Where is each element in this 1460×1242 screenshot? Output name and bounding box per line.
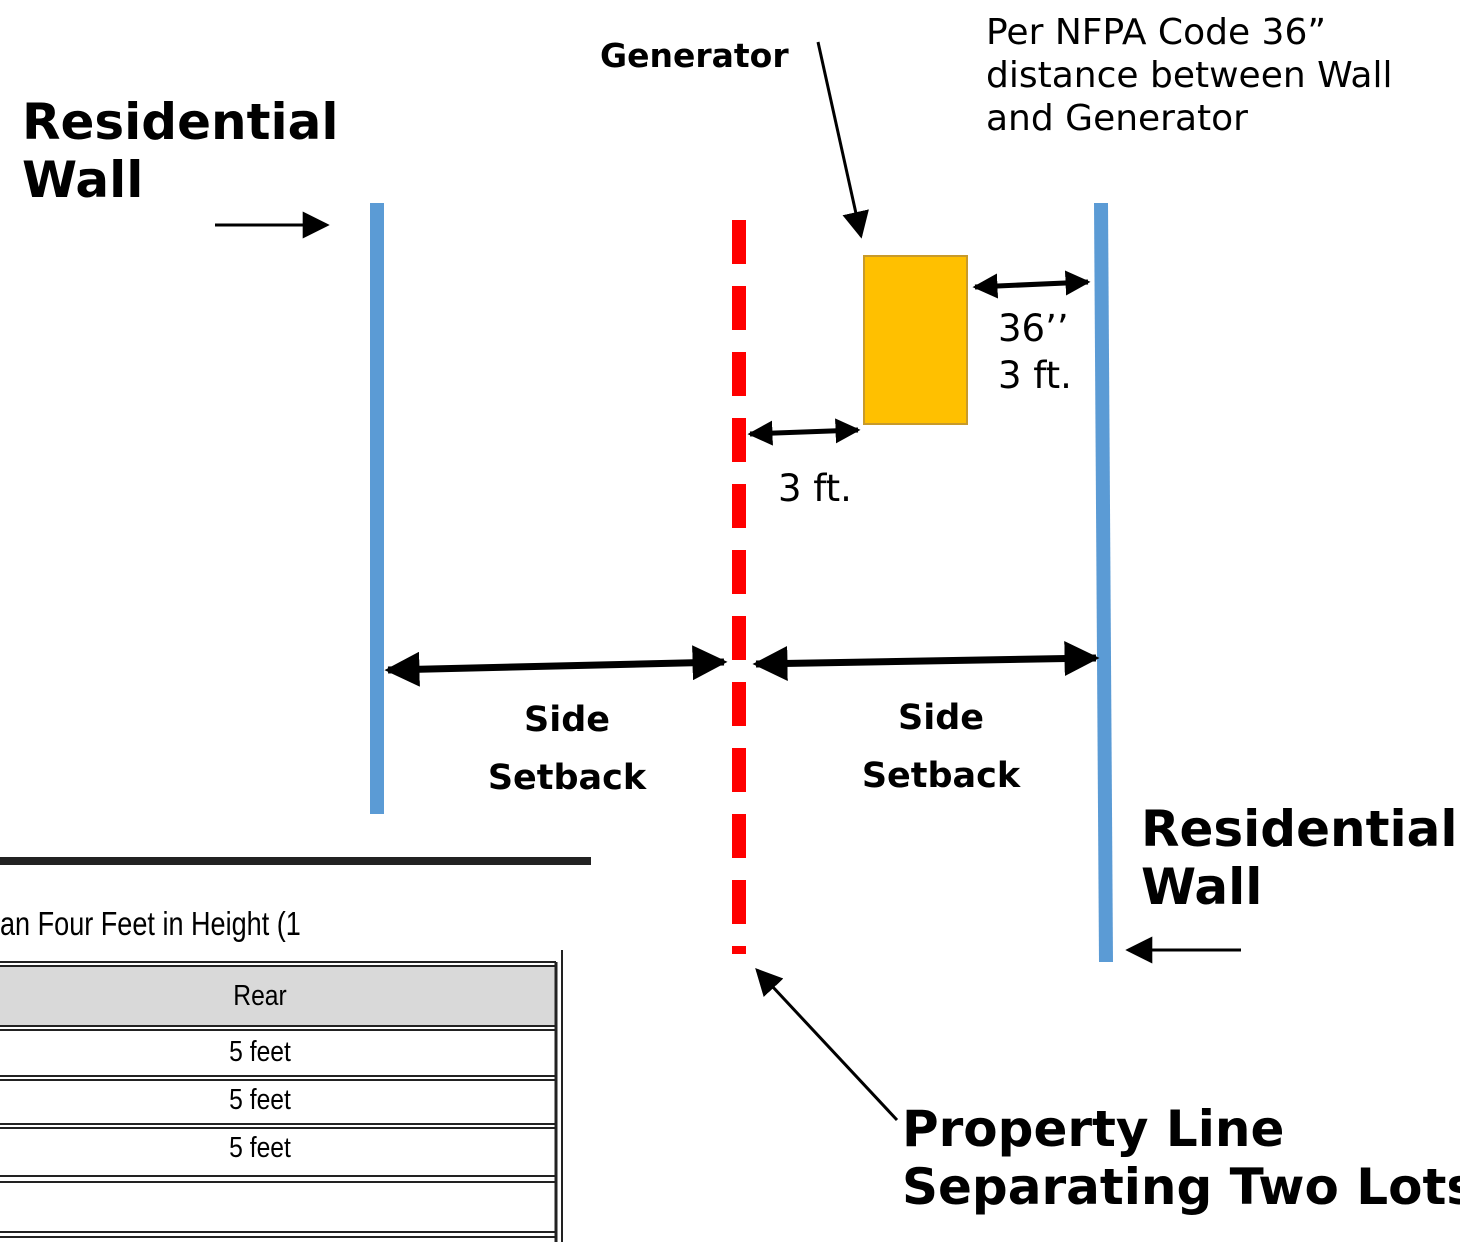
left-wall-label-line-2: Wall <box>22 151 144 209</box>
generator-label: Generator <box>600 36 789 75</box>
table-fragment-title: an Four Feet in Height (1 <box>0 905 301 942</box>
side-setback-left-line-2: Setback <box>487 757 647 798</box>
left-wall-label-line-1: Residential <box>22 93 339 151</box>
right-wall-label-line-2: Wall <box>1141 858 1263 916</box>
generator-property-clearance-arrow <box>747 418 861 446</box>
generator-wall-clearance-arrow <box>972 270 1091 299</box>
side-setback-left-arrow <box>384 645 728 687</box>
nfpa-note-line-3: and Generator <box>986 98 1248 140</box>
right-wall-label-line-1: Residential <box>1141 800 1458 858</box>
side-setback-right-line-1: Side <box>898 698 984 738</box>
side-setback-right-label: Side Setback <box>860 690 1022 806</box>
left-wall-label: Residential Wall <box>22 93 339 209</box>
side-setback-right-line-2: Setback <box>861 755 1021 796</box>
right-wall-label: Residential Wall <box>1141 800 1458 916</box>
property-line-label-line-2: Separating Two Lots <box>902 1158 1460 1216</box>
right-residential-wall <box>1094 202 1113 963</box>
property-line-label: Property Line Separating Two Lots <box>902 1100 1460 1216</box>
generator-box <box>863 255 968 425</box>
wall-clearance-label: 36’’ 3 ft. <box>998 306 1072 400</box>
side-setback-left-line-1: Side <box>524 700 610 740</box>
property-line-pointer-arrow <box>755 968 899 1122</box>
table-header-rear: Rear <box>233 980 287 1012</box>
wall-clearance-inches: 36’’ <box>998 307 1069 350</box>
generator-pointer-arrow <box>816 41 869 239</box>
nfpa-note: Per NFPA Code 36” distance between Wall … <box>986 11 1392 141</box>
table-fragment-lines <box>0 857 591 1242</box>
wall-clearance-feet: 3 ft. <box>998 353 1072 397</box>
table-cell-rear-row-3: 5 feet <box>229 1132 291 1164</box>
nfpa-note-line-2: distance between Wall <box>986 55 1393 97</box>
property-clearance-label: 3 ft. <box>778 467 852 510</box>
table-cell-rear-row-1: 5 feet <box>229 1036 291 1068</box>
nfpa-note-line-1: Per NFPA Code 36” <box>986 12 1326 53</box>
table-cell-rear-row-2: 5 feet <box>229 1084 291 1116</box>
property-line-label-line-1: Property Line <box>902 1100 1285 1158</box>
side-setback-right-arrow <box>752 641 1100 681</box>
side-setback-left-label: Side Setback <box>486 692 648 808</box>
